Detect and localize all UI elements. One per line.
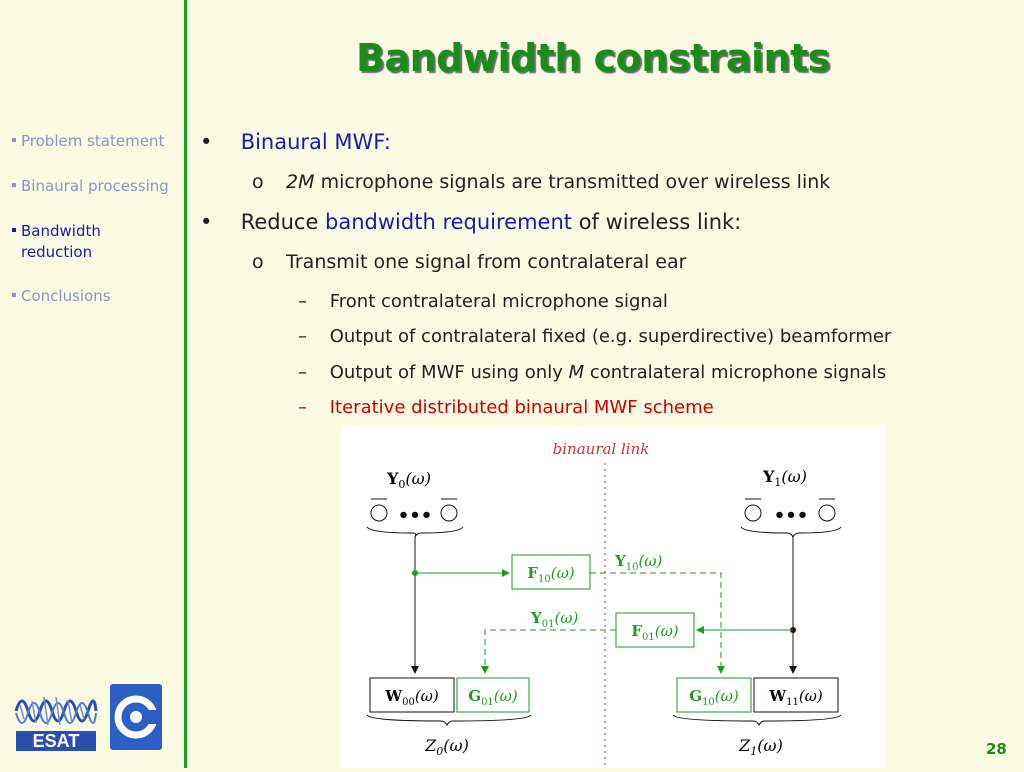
y10-label: Y10(ω) [614, 552, 663, 573]
bullet-marker: • [200, 210, 213, 234]
w11-box [753, 677, 839, 713]
f10-label: F10(ω) [527, 564, 574, 585]
nav-item-conclusions[interactable]: Conclusions [12, 286, 111, 307]
page-number: 28 [986, 740, 1007, 758]
diagram-svg: binaural link Y0(ω) ••• Y1(ω) ••• F10( [366, 440, 842, 768]
university-logo [110, 684, 162, 750]
item-fixed-beamformer: – Output of contralateral fixed (e.g. su… [298, 326, 892, 347]
bullet-reduce-bandwidth: • Reduce bandwidth requirement of wirele… [200, 210, 742, 234]
sub-marker: o [252, 251, 264, 273]
nav-item-binaural-processing[interactable]: Binaural processing [12, 176, 169, 197]
z1-label: Z1(ω) [738, 736, 783, 758]
subbullet-2m-signals: o 2M microphone signals are transmitted … [252, 171, 831, 193]
left-microphone-array: ••• [366, 498, 464, 538]
g10-box [676, 677, 752, 713]
w00-label: W00(ω) [384, 687, 439, 708]
y01-link-line [481, 629, 616, 674]
nav-item-bandwidth-reduction[interactable]: Bandwidth reduction [12, 221, 101, 263]
dash-marker: – [298, 397, 307, 418]
binaural-link-label: binaural link [553, 440, 650, 458]
bullet-marker: • [200, 130, 213, 154]
f01-box [615, 612, 695, 648]
w11-label: W11(ω) [768, 687, 823, 708]
dash-marker: – [298, 326, 307, 347]
nav-bullet-icon [12, 137, 16, 142]
nav-bullet-icon [12, 227, 16, 232]
item-iterative-scheme: – Iterative distributed binaural MWF sch… [298, 397, 714, 418]
sidebar: Problem statement Binaural processing Ba… [0, 0, 185, 768]
item-front-microphone: – Front contralateral microphone signal [298, 291, 668, 312]
sidebar-divider [184, 0, 187, 768]
y10-link-line [590, 572, 725, 674]
svg-text:•••: ••• [398, 505, 433, 526]
z0-label: Z0(ω) [424, 736, 469, 758]
f10-box [511, 554, 591, 590]
g01-label: G01(ω) [468, 687, 518, 708]
esat-logo: ESAT [14, 696, 98, 751]
nav-item-problem-statement[interactable]: Problem statement [12, 131, 164, 152]
right-microphone-array: ••• [740, 498, 842, 539]
dash-marker: – [298, 362, 307, 383]
y01-label: Y01(ω) [530, 609, 579, 630]
sub-marker: o [252, 171, 264, 193]
y1-label: Y1(ω) [762, 467, 807, 489]
dash-marker: – [298, 291, 307, 312]
g10-label: G10(ω) [689, 687, 739, 708]
right-output-brace [672, 714, 842, 727]
nav-bullet-icon [12, 182, 16, 187]
svg-text:ESAT: ESAT [33, 731, 80, 751]
nav-bullet-icon [12, 292, 16, 297]
bullet-binaural-mwf: • Binaural MWF: [200, 130, 391, 154]
binaural-mwf-diagram: binaural link Y0(ω) ••• Y1(ω) ••• F10( [341, 427, 885, 768]
y0-label: Y0(ω) [386, 469, 431, 491]
svg-text:•••: ••• [774, 505, 809, 526]
subbullet-transmit-one-signal: o Transmit one signal from contralateral… [252, 251, 687, 273]
item-mwf-m-signals: – Output of MWF using only M contralater… [298, 362, 887, 383]
left-output-brace [366, 714, 532, 727]
f01-label: F01(ω) [631, 622, 678, 643]
slide-title: Bandwidth constraints [356, 36, 830, 80]
g01-box [456, 677, 530, 713]
w00-box [369, 677, 455, 713]
